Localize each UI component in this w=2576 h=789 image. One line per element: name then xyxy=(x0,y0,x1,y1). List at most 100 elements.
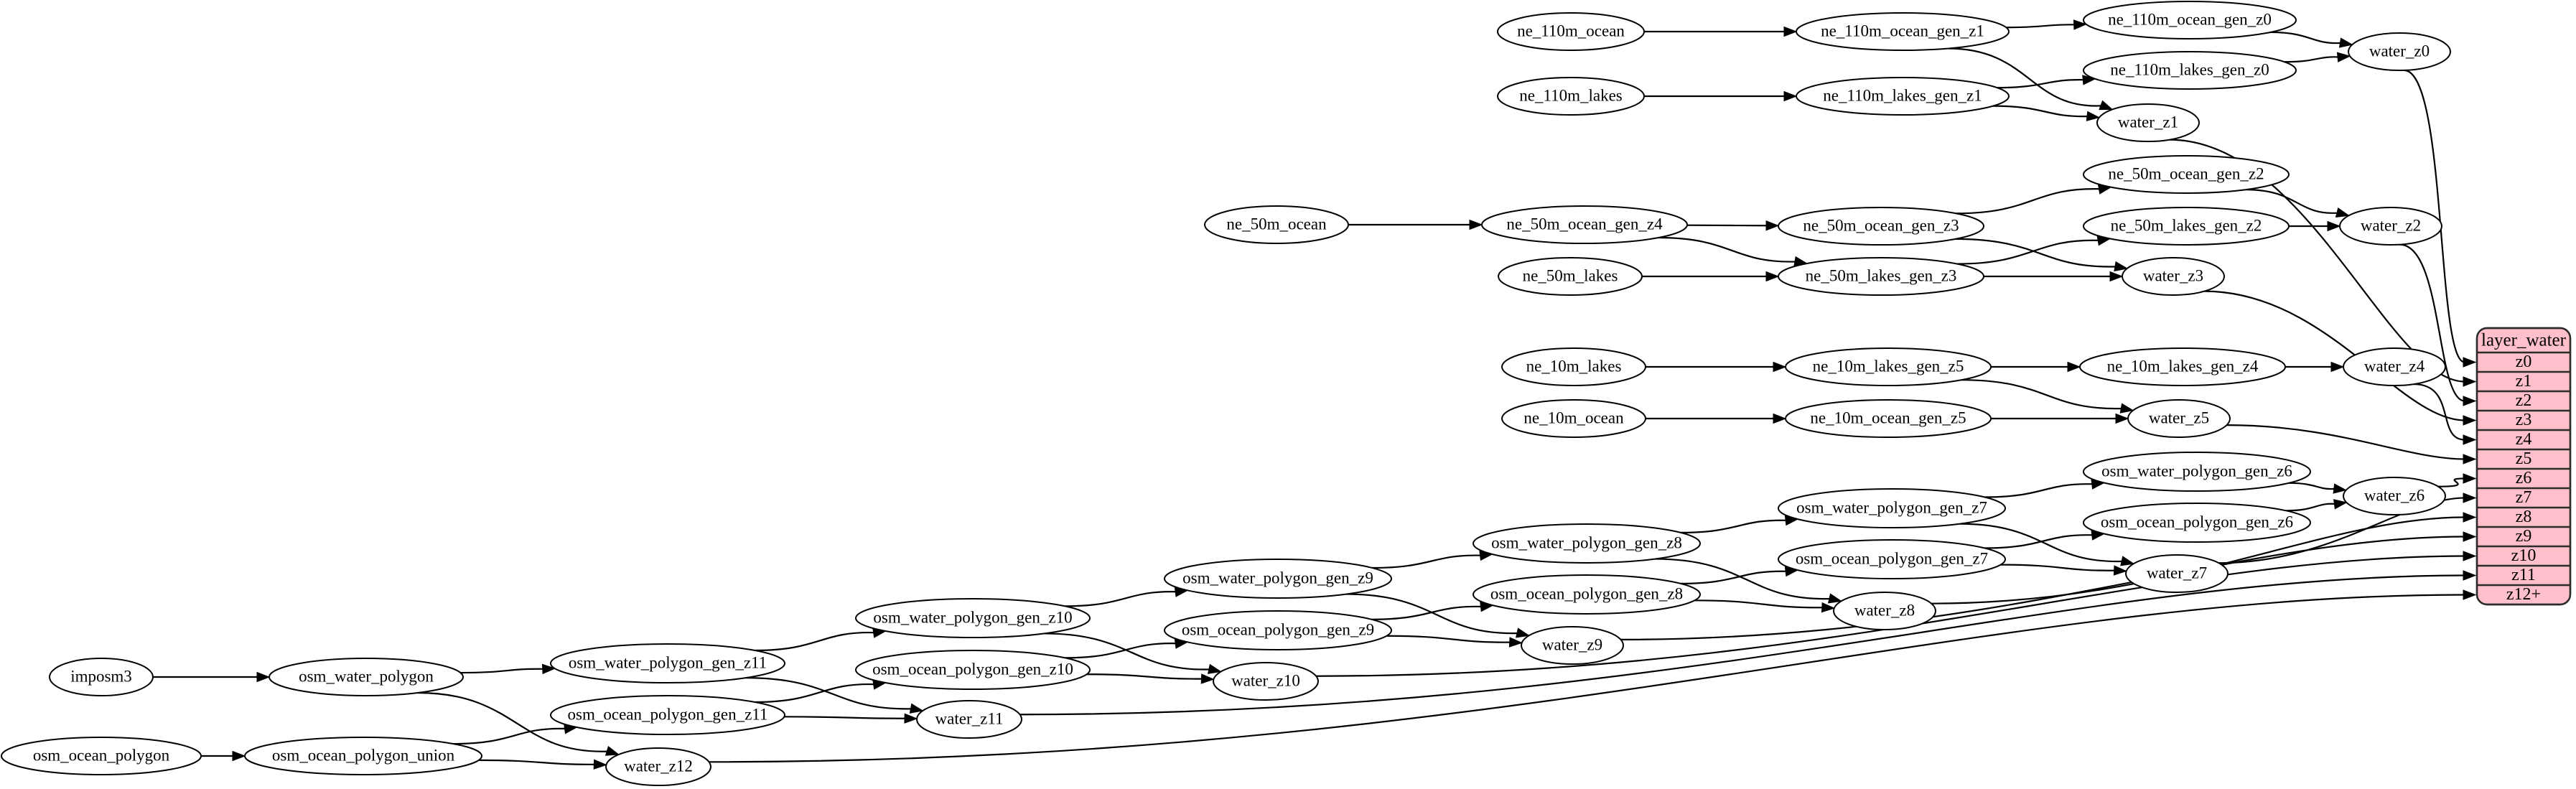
graph-node-osm_water_polygon_gen_z9[interactable]: osm_water_polygon_gen_z9 xyxy=(1164,559,1392,599)
graph-edge-osm_ocean_polygon_union-to-osm_ocean_polygon_gen_z11 xyxy=(453,727,566,745)
graph-node-ne_110m_lakes[interactable]: ne_110m_lakes xyxy=(1497,77,1645,116)
layer-water-row-z7[interactable]: z7 xyxy=(2516,488,2532,507)
edge-arrowhead xyxy=(2463,570,2477,581)
graph-node-ne_50m_lakes_gen_z2[interactable]: ne_50m_lakes_gen_z2 xyxy=(2083,207,2290,246)
node-ellipse xyxy=(1473,574,1701,615)
graph-edge-ne_110m_lakes_gen_z0-to-water_z0 xyxy=(2285,56,2340,63)
graph-node-osm_water_polygon_gen_z7[interactable]: osm_water_polygon_gen_z7 xyxy=(1778,488,2006,528)
node-label: osm_water_polygon_gen_z6 xyxy=(2101,462,2292,480)
graph-node-water_z0[interactable]: water_z0 xyxy=(2348,32,2451,71)
layer-water-row-z1[interactable]: z1 xyxy=(2516,372,2532,391)
layer-water-row-z3[interactable]: z3 xyxy=(2516,411,2532,429)
node-label: ne_50m_ocean_gen_z3 xyxy=(1803,216,1959,234)
node-ellipse xyxy=(2083,1,2297,39)
graph-node-osm_ocean_polygon_union[interactable]: osm_ocean_polygon_union xyxy=(244,737,482,775)
graph-node-osm_ocean_polygon[interactable]: osm_ocean_polygon xyxy=(1,737,202,775)
node-label: ne_10m_ocean_gen_z5 xyxy=(1810,408,1966,426)
layer-water-row-z4[interactable]: z4 xyxy=(2516,430,2532,449)
edge-arrowhead xyxy=(2333,483,2348,494)
graph-edge-osm_water_polygon_gen_z11-to-water_z11 xyxy=(745,677,913,710)
graph-node-osm_ocean_polygon_gen_z6[interactable]: osm_ocean_polygon_gen_z6 xyxy=(2083,503,2311,543)
node-ellipse xyxy=(1785,399,1992,438)
graph-node-water_z10[interactable]: water_z10 xyxy=(1213,662,1319,701)
edge-arrowhead xyxy=(1783,26,1798,37)
graph-node-ne_10m_lakes_gen_z5[interactable]: ne_10m_lakes_gen_z5 xyxy=(1785,347,1992,386)
graph-node-ne_110m_lakes_gen_z1[interactable]: ne_110m_lakes_gen_z1 xyxy=(1796,77,2010,116)
graph-edge-ne_110m_ocean_gen_z0-to-water_z0 xyxy=(2270,31,2342,45)
graph-edge-water_z10-to-layer_water-z10 xyxy=(1316,555,2465,677)
graph-node-water_z6[interactable]: water_z6 xyxy=(2343,477,2446,515)
graph-node-water_z5[interactable]: water_z5 xyxy=(2127,399,2231,438)
graph-node-water_z11[interactable]: water_z11 xyxy=(916,700,1022,739)
graph-edge-ne_50m_lakes_gen_z3-to-ne_50m_lakes_gen_z2 xyxy=(1956,239,2100,265)
layer-water-row-z2[interactable]: z2 xyxy=(2516,391,2532,410)
graph-node-ne_50m_lakes[interactable]: ne_50m_lakes xyxy=(1498,257,1643,296)
graph-node-ne_50m_ocean_gen_z3[interactable]: ne_50m_ocean_gen_z3 xyxy=(1778,207,1984,246)
graph-node-water_z1[interactable]: water_z1 xyxy=(2096,103,2200,142)
node-ellipse xyxy=(2096,103,2200,142)
graph-node-osm_water_polygon[interactable]: osm_water_polygon xyxy=(269,658,464,696)
node-label: osm_water_polygon_gen_z9 xyxy=(1182,569,1373,587)
graph-edge-osm_ocean_polygon_gen_z8-to-osm_ocean_polygon_gen_z7 xyxy=(1680,570,1788,584)
graph-edge-osm_water_polygon_gen_z7-to-water_z7 xyxy=(1959,523,2124,562)
graph-node-osm_water_polygon_gen_z10[interactable]: osm_water_polygon_gen_z10 xyxy=(855,598,1091,638)
graph-node-water_z12[interactable]: water_z12 xyxy=(605,747,711,786)
graph-node-ne_10m_ocean[interactable]: ne_10m_ocean xyxy=(1501,399,1646,438)
graph-node-osm_water_polygon_gen_z8[interactable]: osm_water_polygon_gen_z8 xyxy=(1473,523,1701,564)
edge-arrowhead xyxy=(1765,220,1780,231)
edge-arrowhead xyxy=(2338,37,2353,48)
graph-node-ne_50m_lakes_gen_z3[interactable]: ne_50m_lakes_gen_z3 xyxy=(1778,257,1984,296)
node-label: osm_ocean_polygon_union xyxy=(272,746,455,764)
graph-node-osm_ocean_polygon_gen_z10[interactable]: osm_ocean_polygon_gen_z10 xyxy=(855,650,1091,690)
graph-edge-water_z9-to-layer_water-z9 xyxy=(1620,536,2465,640)
graph-node-osm_ocean_polygon_gen_z11[interactable]: osm_ocean_polygon_gen_z11 xyxy=(550,695,785,735)
layer-water-row-z12+[interactable]: z12+ xyxy=(2506,585,2541,604)
layer-water-row-z9[interactable]: z9 xyxy=(2516,527,2532,546)
graph-node-osm_ocean_polygon_gen_z9[interactable]: osm_ocean_polygon_gen_z9 xyxy=(1164,610,1392,650)
graph-node-water_z9[interactable]: water_z9 xyxy=(1521,626,1624,665)
graph-node-ne_50m_ocean_gen_z4[interactable]: ne_50m_ocean_gen_z4 xyxy=(1481,205,1688,244)
graph-node-ne_50m_ocean_gen_z2[interactable]: ne_50m_ocean_gen_z2 xyxy=(2083,155,2290,194)
graph-node-ne_10m_lakes[interactable]: ne_10m_lakes xyxy=(1501,347,1646,386)
layer-water-row-z5[interactable]: z5 xyxy=(2516,449,2532,468)
graph-node-osm_ocean_polygon_gen_z8[interactable]: osm_ocean_polygon_gen_z8 xyxy=(1473,574,1701,615)
node-label: osm_ocean_polygon_gen_z9 xyxy=(1182,620,1374,638)
graph-node-water_z3[interactable]: water_z3 xyxy=(2122,257,2225,296)
graph-node-ne_110m_lakes_gen_z0[interactable]: ne_110m_lakes_gen_z0 xyxy=(2083,51,2297,90)
node-label: water_z7 xyxy=(2147,564,2207,582)
graph-node-ne_110m_ocean_gen_z1[interactable]: ne_110m_ocean_gen_z1 xyxy=(1796,12,2010,51)
layer-water-table: layer_waterz0z1z2z3z4z5z6z7z8z9z10z11z12… xyxy=(2475,327,2572,606)
graph-node-ne_110m_ocean_gen_z0[interactable]: ne_110m_ocean_gen_z0 xyxy=(2083,1,2297,39)
node-label: water_z5 xyxy=(2149,408,2209,426)
graph-edge-osm_ocean_polygon_gen_z11-to-osm_ocean_polygon_gen_z10 xyxy=(755,683,875,704)
graph-node-ne_10m_ocean_gen_z5[interactable]: ne_10m_ocean_gen_z5 xyxy=(1785,399,1992,438)
graph-node-imposm3[interactable]: imposm3 xyxy=(49,658,154,696)
graph-node-water_z4[interactable]: water_z4 xyxy=(2343,347,2446,386)
layer-water-row-z8[interactable]: z8 xyxy=(2516,508,2532,526)
graph-edge-ne_50m_ocean_gen_z3-to-ne_50m_ocean_gen_z2 xyxy=(1956,188,2101,215)
node-label: water_z0 xyxy=(2369,42,2430,60)
node-label: osm_ocean_polygon_gen_z7 xyxy=(1796,549,1988,567)
graph-node-water_z7[interactable]: water_z7 xyxy=(2125,554,2229,593)
graph-node-osm_water_polygon_gen_z6[interactable]: osm_water_polygon_gen_z6 xyxy=(2083,452,2311,492)
graph-edge-osm_ocean_polygon_gen_z9-to-water_z9 xyxy=(1386,635,1511,643)
edge-arrowhead xyxy=(2099,100,2114,111)
edge-arrowhead xyxy=(541,663,556,675)
node-label: osm_water_polygon_gen_z11 xyxy=(569,653,767,671)
graph-node-ne_50m_ocean[interactable]: ne_50m_ocean xyxy=(1204,205,1349,244)
node-label: water_z3 xyxy=(2143,266,2203,284)
node-ellipse xyxy=(2083,155,2290,194)
graph-node-ne_10m_lakes_gen_z4[interactable]: ne_10m_lakes_gen_z4 xyxy=(2079,347,2286,386)
layer-water-row-z11[interactable]: z11 xyxy=(2511,566,2536,584)
graph-node-osm_ocean_polygon_gen_z7[interactable]: osm_ocean_polygon_gen_z7 xyxy=(1778,539,2006,579)
edge-arrowhead xyxy=(2086,111,2101,121)
layer-water-row-z6[interactable]: z6 xyxy=(2516,469,2532,487)
node-ellipse xyxy=(2125,554,2229,593)
node-ellipse xyxy=(2343,477,2446,515)
graph-node-water_z2[interactable]: water_z2 xyxy=(2339,207,2442,246)
graph-node-osm_water_polygon_gen_z11[interactable]: osm_water_polygon_gen_z11 xyxy=(550,643,785,683)
graph-node-water_z8[interactable]: water_z8 xyxy=(1833,592,1936,630)
layer-water-row-z10[interactable]: z10 xyxy=(2511,546,2537,565)
layer-water-row-z0[interactable]: z0 xyxy=(2516,353,2532,371)
graph-node-ne_110m_ocean[interactable]: ne_110m_ocean xyxy=(1497,12,1645,51)
